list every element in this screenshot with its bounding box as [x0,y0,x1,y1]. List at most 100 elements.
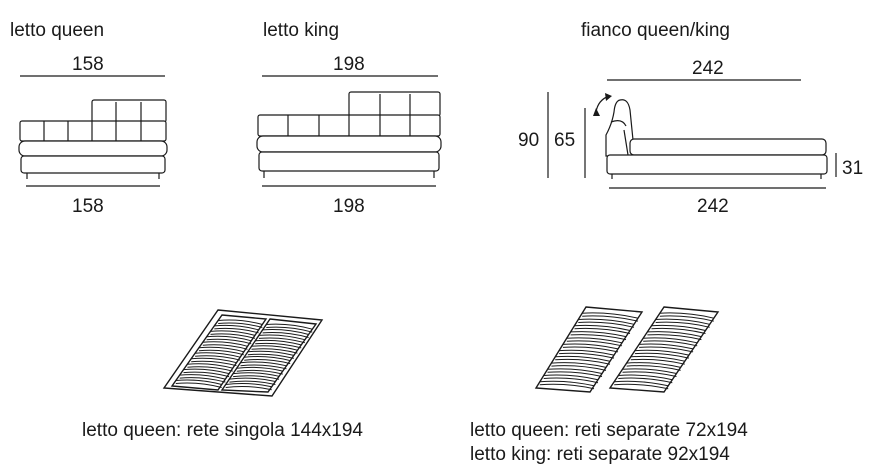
single-right-slat [233,372,280,377]
queen-top-dimension: 158 [72,54,104,75]
separate-right-slat [634,349,690,356]
separate-slat-frame-left [534,306,644,393]
separate-left-slat [574,324,631,331]
single-left-slat [191,357,237,364]
single-left-slat [214,324,259,331]
separate-right-slat-edge [643,340,698,347]
single-left-slat-edge [175,382,222,388]
single-left-slat-edge [218,322,263,328]
single-right-slat-edge [244,359,291,365]
single-left-slat [206,335,252,342]
side-mattress [629,138,827,156]
single-right-slat [225,383,272,388]
single-left-slat-edge [179,377,226,383]
separate-left-slat [582,312,639,319]
single-left-slat [187,363,233,369]
single-right-slat-edge [236,369,283,375]
separate-right-slat-edge [614,383,669,390]
separate-left-slat [551,362,607,368]
side-top-dimension: 242 [692,58,724,79]
separate-right-slat [655,318,710,325]
separate-left-slat-edge [574,327,631,334]
single-left-slat [202,341,248,347]
separate-left-slat [539,380,595,387]
single-right-slat [229,377,276,382]
separate-right-slat-edge [626,365,681,371]
single-right-slat-edge [255,342,302,349]
single-right-slat-edge [229,380,276,385]
separate-left-slat [578,318,635,325]
queen-frame-rail [18,140,168,157]
side-headboard-height: 65 [554,130,576,151]
single-left-slat-edge [210,333,256,339]
single-left-border [170,314,268,391]
separate-right-slat [630,355,685,362]
separate-right-slat-edge [634,352,690,359]
single-right-slat [258,334,306,341]
single-left-slat-edge [195,355,241,361]
single-right-slat-edge [258,337,306,344]
single-right-slat [236,366,283,372]
separate-right-slat-edge [651,327,706,334]
queen-mattress-top [19,120,167,142]
single-left-slat-edge [198,349,244,356]
single-right-slat-edge [240,364,287,370]
separate-right-slat [618,374,673,381]
single-left-slat [198,346,244,353]
separate-right-slat-edge [639,346,694,353]
separate-right-slat [626,362,681,368]
separate-left-slat [547,368,603,374]
single-right-slat-edge [225,386,272,391]
side-title: fianco queen/king [581,20,730,41]
separate-left-slat-edge [551,365,607,371]
single-right-slat-edge [266,326,313,333]
single-right-slat-edge [262,332,309,338]
separate-left-slat-edge [547,371,603,377]
single-right-slat [247,350,294,356]
king-frame-rail [256,135,442,153]
queen-title: letto queen [10,20,105,41]
separate-slat-caption-king: letto king: reti separate 92x194 [470,444,730,465]
single-right-slat-edge [247,353,294,359]
separate-right-slat-edge [630,358,685,365]
queen-bottom-dimension: 158 [72,196,104,217]
separate-left-slat-edge [539,383,595,390]
separate-left-slat-edge [566,340,623,347]
single-left-slat [195,352,241,358]
separate-left-slat [570,331,627,338]
separate-right-slat [651,324,706,331]
king-front-view [256,75,442,187]
separate-left-slat-edge [559,352,615,359]
separate-right-slat [643,337,698,344]
single-left-slat [218,319,263,325]
single-right-slat [262,329,309,335]
single-right-slat [255,339,302,346]
separate-left-slat-edge [570,334,627,341]
single-left-slat [210,330,256,336]
single-right-slat [251,345,298,351]
separate-right-slat [622,368,677,374]
separate-left-slat-edge [543,377,599,384]
side-total-height: 90 [518,130,540,151]
separate-left-slat [555,355,611,362]
king-top-dimension: 198 [333,54,365,75]
separate-right-slat-edge [622,371,677,377]
separate-left-border [534,306,644,393]
single-left-slat [183,368,230,375]
separate-left-slat-edge [582,315,639,322]
separate-right-slat [639,343,694,350]
separate-right-slat-edge [655,321,710,328]
queen-headboard [91,99,167,123]
single-right-slat [244,356,291,362]
separate-left-slat-edge [555,358,611,365]
side-bottom-dimension: 242 [697,196,729,217]
separate-right-slat [647,331,702,338]
king-bottom-dimension: 198 [333,196,365,217]
single-slat-frame [162,309,324,397]
king-title: letto king [263,20,340,41]
separate-right-slat-edge [659,315,714,322]
side-base [606,154,828,175]
separate-left-slat-edge [562,346,619,353]
queen-base [20,155,166,174]
